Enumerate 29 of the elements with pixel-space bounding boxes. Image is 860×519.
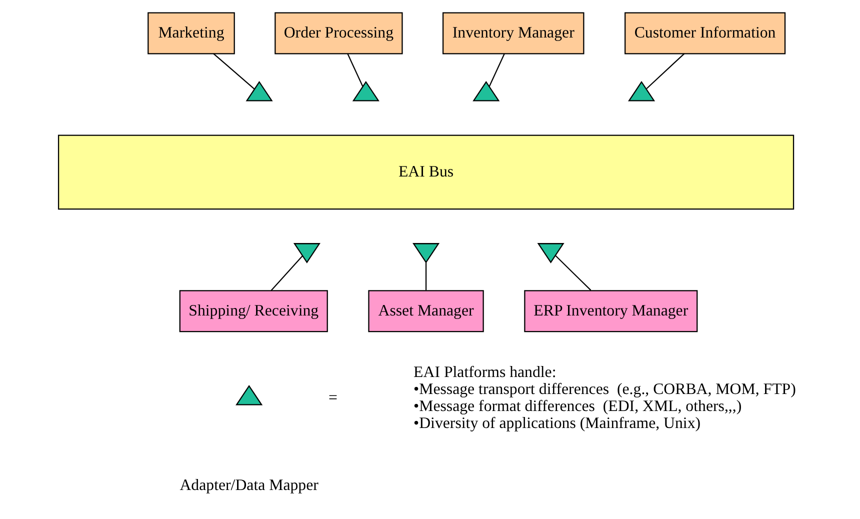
- node-triangle: [412, 243, 440, 264]
- label: •Message transport differences (e.g., CORBA, MOM, FTP): [414, 381, 796, 398]
- node-box: Inventory Manager: [442, 12, 584, 54]
- node-triangle: [293, 243, 320, 264]
- label: •Diversity of applications (Mainframe, Unix): [414, 415, 701, 432]
- node-triangle: [236, 384, 263, 406]
- node-triangle: [628, 80, 656, 102]
- label: =: [328, 390, 338, 407]
- label: EAI Platforms handle:: [414, 364, 556, 382]
- connector: [270, 256, 303, 291]
- connector: [347, 53, 364, 87]
- connector: [646, 53, 685, 90]
- label: •Message format differences (EDI, XML, others,,,): [414, 398, 742, 416]
- node-box: Marketing: [148, 12, 235, 54]
- node-triangle: [472, 80, 500, 102]
- node-triangle: [246, 80, 273, 102]
- connector: [213, 53, 255, 90]
- connector: [425, 262, 427, 290]
- node-triangle: [537, 243, 564, 264]
- connector: [555, 255, 592, 291]
- node-box: ERP Inventory Manager: [524, 290, 698, 332]
- connector: [488, 53, 505, 87]
- node-box: Shipping/ Receiving: [179, 290, 328, 332]
- node-triangle: [352, 80, 380, 102]
- node-box: EAI Bus: [58, 134, 794, 210]
- node-box: Order Processing: [274, 12, 403, 54]
- node-box: Customer Information: [624, 12, 786, 54]
- legend-label: Adapter/Data Mapper: [180, 476, 318, 494]
- node-box: Asset Manager: [368, 290, 484, 332]
